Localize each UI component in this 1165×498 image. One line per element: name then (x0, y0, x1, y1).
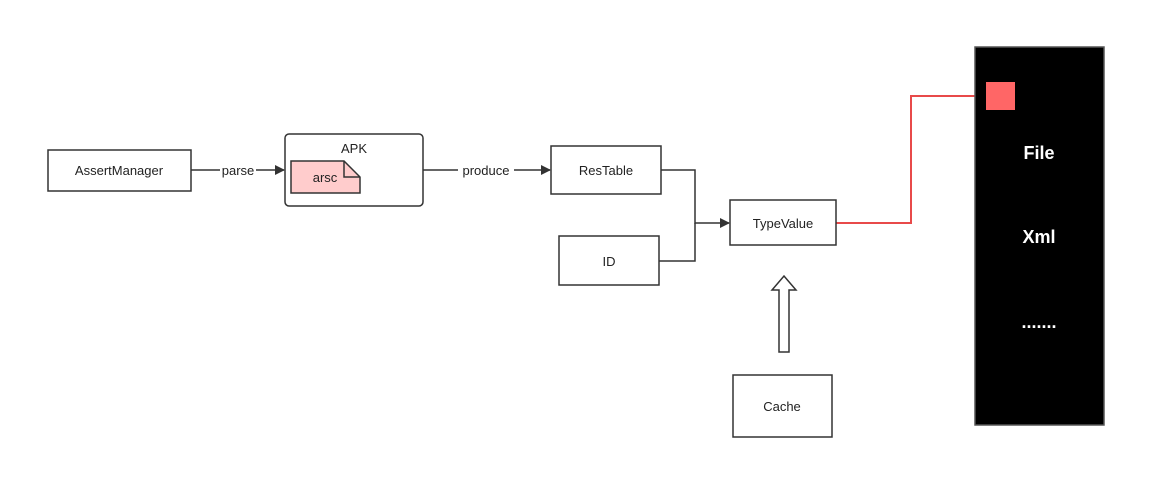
node-id-label: ID (603, 254, 616, 269)
panel-item-ellipsis: ....... (1021, 312, 1056, 332)
node-cache-box (732, 374, 833, 438)
storage-panel: File Xml ....... (974, 46, 1105, 426)
node-restable-label: ResTable (579, 163, 633, 178)
node-restable-box (550, 145, 662, 195)
edge-label-bg-produce (458, 161, 514, 179)
node-cache-label: Cache (763, 399, 801, 414)
node-arsc-fold (343, 161, 360, 178)
nodes: AssertManager APK arsc ResTable ID TypeV… (47, 133, 837, 438)
node-arsc-label: arsc (313, 170, 338, 185)
node-assertmanager-box (47, 149, 192, 192)
edge-typevalue-panel (836, 95, 986, 224)
edge-label-produce: produce (463, 163, 510, 178)
node-arsc-note (290, 160, 361, 194)
node-typevalue-label: TypeValue (753, 216, 813, 231)
edge-label-parse: parse (222, 163, 255, 178)
edge-cache-typevalue (770, 274, 798, 353)
node-id-box (558, 235, 660, 286)
node-typevalue-box (729, 199, 837, 246)
panel-item-xml: Xml (1022, 227, 1055, 247)
node-apk-label: APK (341, 141, 367, 156)
panel-red-square (986, 82, 1015, 110)
storage-panel-box (974, 46, 1105, 426)
edge-restable-typevalue (661, 169, 730, 228)
edges: parse produce (191, 95, 986, 353)
panel-item-file: File (1023, 143, 1054, 163)
edge-id-typevalue (659, 223, 696, 262)
edge-label-bg-parse (220, 161, 256, 179)
node-assertmanager-label: AssertManager (75, 163, 164, 178)
